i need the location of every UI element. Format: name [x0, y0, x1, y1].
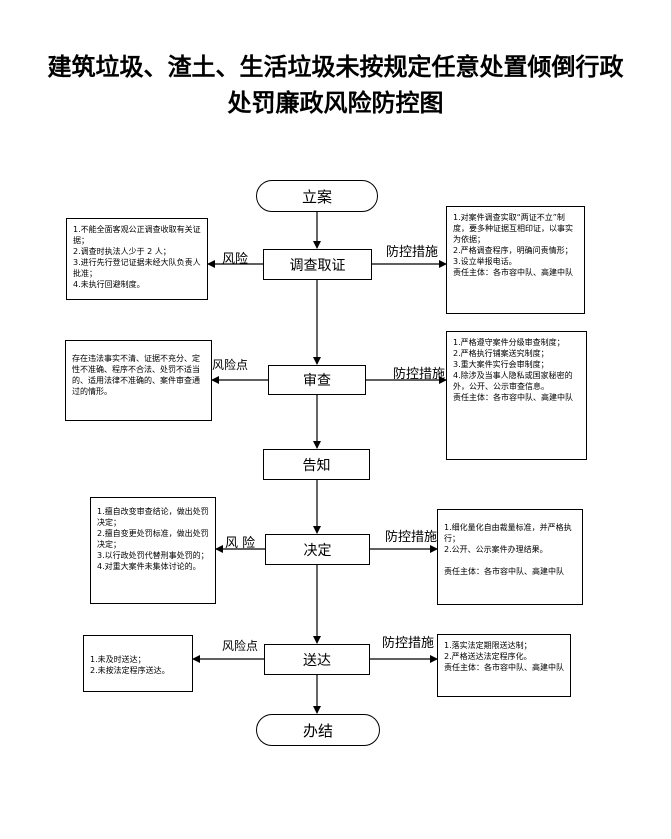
- step-notify: 告知: [263, 449, 370, 480]
- risk-label-investigate: 风险: [222, 252, 249, 267]
- risk-box-deliver: 1.未及时送达； 2.未按法定程序送达。: [83, 635, 193, 692]
- control-box-decide: 1.细化量化自由裁量标准，并严格执行； 2.公开、公示案件办理结果。 责任主体：…: [437, 509, 583, 605]
- control-box-investigate: 1.对案件调查实取“两证不立”制度，要多种证据互相印证，以事实为依据； 2.严格…: [446, 206, 585, 314]
- control-item: 1.落实法定期限送达制；: [444, 641, 532, 650]
- control-label-investigate: 防控措施: [386, 245, 439, 260]
- page-title-line1: 建筑垃圾、渣土、生活垃圾未按规定任意处置倾倒行政: [47, 53, 624, 81]
- risk-item: 4.对重大案件未集体讨论的。: [97, 562, 201, 571]
- control-item: 责任主体：各市容中队、高建中队: [453, 393, 573, 402]
- step-deliver: 送达: [264, 644, 370, 675]
- risk-item: 1.未及时送达；: [90, 655, 146, 664]
- step-investigate: 调查取证: [263, 249, 372, 280]
- risk-item: 2.擅自变更处罚标准，做出处罚决定；: [97, 529, 209, 549]
- control-box-review: 1.严格遵守案件分级审查制度； 2.严格执行铺案送究制度； 3.重大案件实行会审…: [446, 331, 587, 460]
- control-item: 1.细化量化自由裁量标准，并严格执行；: [444, 523, 572, 543]
- risk-item: 存在违法事实不清、证据不充分、定性不准确、程序不合法、处罚不适当的、适用法律不准…: [72, 354, 200, 396]
- control-item: 责任主体：各市容中队、高建中队: [444, 663, 564, 672]
- page-title-line2: 处罚廉政风险防控图: [227, 89, 444, 117]
- risk-item: 2.未按法定程序送达。: [90, 666, 170, 675]
- control-box-deliver: 1.落实法定期限送达制； 2.严格送达法定程序化。 责任主体：各市容中队、高建中…: [437, 634, 571, 697]
- control-item: 责任主体：各市容中队、高建中队: [453, 268, 573, 277]
- control-item: 4.除涉及当事人隐私或国家秘密的外，公开、公示审查信息。: [453, 371, 573, 391]
- risk-item: 1.不能全面客观公正调查收取有关证据；: [73, 225, 201, 245]
- control-label-deliver: 防控措施: [382, 636, 435, 651]
- control-item: 3.重大案件实行会审制度；: [453, 360, 549, 369]
- risk-label-decide: 风 险: [225, 536, 256, 551]
- risk-box-investigate: 1.不能全面客观公正调查收取有关证据； 2.调查时执法人少于 2 人； 3.进行…: [66, 218, 208, 300]
- control-item: 责任主体：各市容中队、高建中队: [444, 567, 564, 576]
- control-item: 2.严格执行铺案送究制度；: [453, 349, 549, 358]
- risk-item: 1.擅自改变审查结论，做出处罚决定；: [97, 507, 209, 527]
- risk-item: 3.进行先行登记证据未经大队负责人批准；: [73, 258, 201, 278]
- control-item: [444, 555, 576, 566]
- risk-item: 4.未执行回避制度。: [73, 280, 145, 289]
- risk-item: 2.调查时执法人少于 2 人；: [73, 247, 171, 256]
- risk-box-decide: 1.擅自改变审查结论，做出处罚决定； 2.擅自变更处罚标准，做出处罚决定； 3.…: [90, 497, 216, 604]
- control-label-review: 防控措施: [393, 367, 446, 382]
- step-decide: 决定: [265, 534, 370, 565]
- step-review: 审查: [268, 365, 366, 395]
- control-item: 1.对案件调查实取“两证不立”制度，要多种证据互相印证，以事实为依据；: [453, 213, 573, 244]
- risk-item: 3.以行政处罚代替刑事处罚的；: [97, 551, 209, 560]
- control-label-decide: 防控措施: [385, 530, 438, 545]
- risk-box-review: 存在违法事实不清、证据不充分、定性不准确、程序不合法、处罚不适当的、适用法律不准…: [65, 340, 212, 421]
- control-item: 1.严格遵守案件分级审查制度；: [453, 338, 565, 347]
- control-item: 3.设立举报电话。: [453, 257, 517, 266]
- control-item: 2.严格送达法定程序化。: [444, 652, 532, 661]
- risk-label-deliver: 风险点: [222, 639, 259, 653]
- step-end: 办结: [256, 714, 380, 746]
- control-item: 2.严格调查程序，明确问责情形；: [453, 246, 573, 255]
- risk-label-review: 风险点: [212, 358, 249, 372]
- step-start: 立案: [256, 180, 378, 212]
- control-item: 2.公开、公示案件办理结果。: [444, 545, 548, 554]
